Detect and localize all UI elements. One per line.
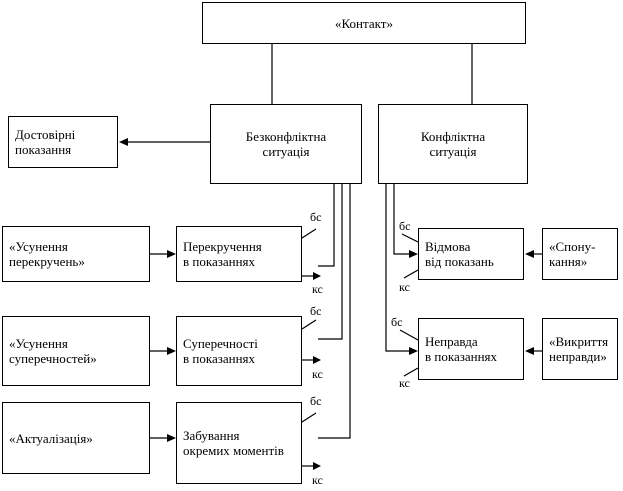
exposure-label: «Викриття неправди»: [549, 334, 609, 364]
conflict-situation-box: Конфліктна ситуація: [378, 104, 528, 184]
arrow-ks-falsehood: [403, 367, 419, 377]
arrow-bs-forgetting: [301, 412, 317, 423]
encouragement-box: «Спону- кання»: [542, 228, 618, 280]
forgetting-box: Забування окремих моментів: [176, 402, 302, 484]
arrowhead-elim-distortions: [167, 250, 176, 258]
ks-label-distortions: кс: [312, 282, 323, 296]
arrow-ks-refusal: [403, 269, 419, 279]
ks-label-forgetting: кс: [312, 473, 323, 487]
connector-conflict-refusal: [393, 184, 410, 255]
connector-nonconflict-contradictions: [318, 184, 343, 340]
exposure-box: «Викриття неправди»: [542, 318, 618, 380]
contact-box: «Контакт»: [202, 2, 526, 44]
connector-conflict-falsehood: [385, 184, 410, 352]
nonconflict-situation-box: Безконфліктна ситуація: [210, 104, 362, 184]
falsehood-label: Неправда в показаннях: [425, 334, 498, 364]
arrowhead-reliable: [119, 138, 128, 146]
reliable-testimony-box: Достовірні показання: [8, 116, 118, 168]
arrowhead-ks-forgetting: [313, 462, 321, 470]
conflict-situation-label: Конфліктна ситуація: [420, 129, 486, 159]
bs-label-refusal: бс: [399, 219, 411, 233]
distortions-label: Перекручення в показаннях: [183, 239, 262, 269]
connector-nonconflict-forgetting: [318, 184, 351, 439]
reliable-testimony-label: Достовірні показання: [15, 127, 76, 157]
connector-nonconflict-distortions: [318, 184, 335, 267]
ks-label-refusal: кс: [399, 280, 410, 294]
elim-contradictions-label: «Усунення суперечностей»: [9, 336, 97, 366]
arrow-bs-refusal: [401, 233, 419, 243]
refusal-box: Відмова від показань: [418, 228, 524, 280]
forgetting-label: Забування окремих моментів: [183, 428, 284, 458]
arrow-bs-distortions: [301, 228, 317, 239]
distortions-box: Перекручення в показаннях: [176, 226, 302, 282]
ks-label-falsehood: кс: [399, 376, 410, 390]
arrowhead-conflict-falsehood: [409, 347, 418, 355]
arrowhead-ks-distortions: [313, 272, 321, 280]
arrowhead-encouragement: [525, 250, 534, 258]
bs-label-forgetting: бс: [310, 394, 322, 408]
falsehood-box: Неправда в показаннях: [418, 318, 524, 380]
bs-label-distortions: бс: [310, 210, 322, 224]
arrowhead-elim-contradictions: [167, 347, 176, 355]
arrowhead-exposure: [525, 347, 534, 355]
arrow-bs-falsehood: [399, 329, 419, 341]
arrowhead-conflict-refusal: [409, 250, 418, 258]
elim-contradictions-box: «Усунення суперечностей»: [2, 316, 150, 386]
refusal-label: Відмова від показань: [425, 239, 494, 269]
contradictions-label: Суперечності в показаннях: [183, 336, 258, 366]
elim-distortions-label: «Усунення перекручень»: [9, 239, 85, 269]
contact-label: «Контакт»: [335, 15, 393, 31]
contradictions-box: Суперечності в показаннях: [176, 316, 302, 386]
arrow-bs-contradictions: [301, 319, 317, 330]
arrowhead-ks-contradictions: [313, 356, 321, 364]
nonconflict-situation-label: Безконфліктна ситуація: [245, 129, 327, 159]
arrowhead-actualization: [167, 434, 176, 442]
bs-label-contradictions: бс: [310, 304, 322, 318]
actualization-label: «Актуалізація»: [9, 430, 93, 446]
actualization-box: «Актуалізація»: [2, 402, 150, 474]
ks-label-contradictions: кс: [312, 367, 323, 381]
bs-label-falsehood: бс: [391, 315, 403, 329]
elim-distortions-box: «Усунення перекручень»: [2, 226, 150, 282]
encouragement-label: «Спону- кання»: [549, 239, 596, 269]
